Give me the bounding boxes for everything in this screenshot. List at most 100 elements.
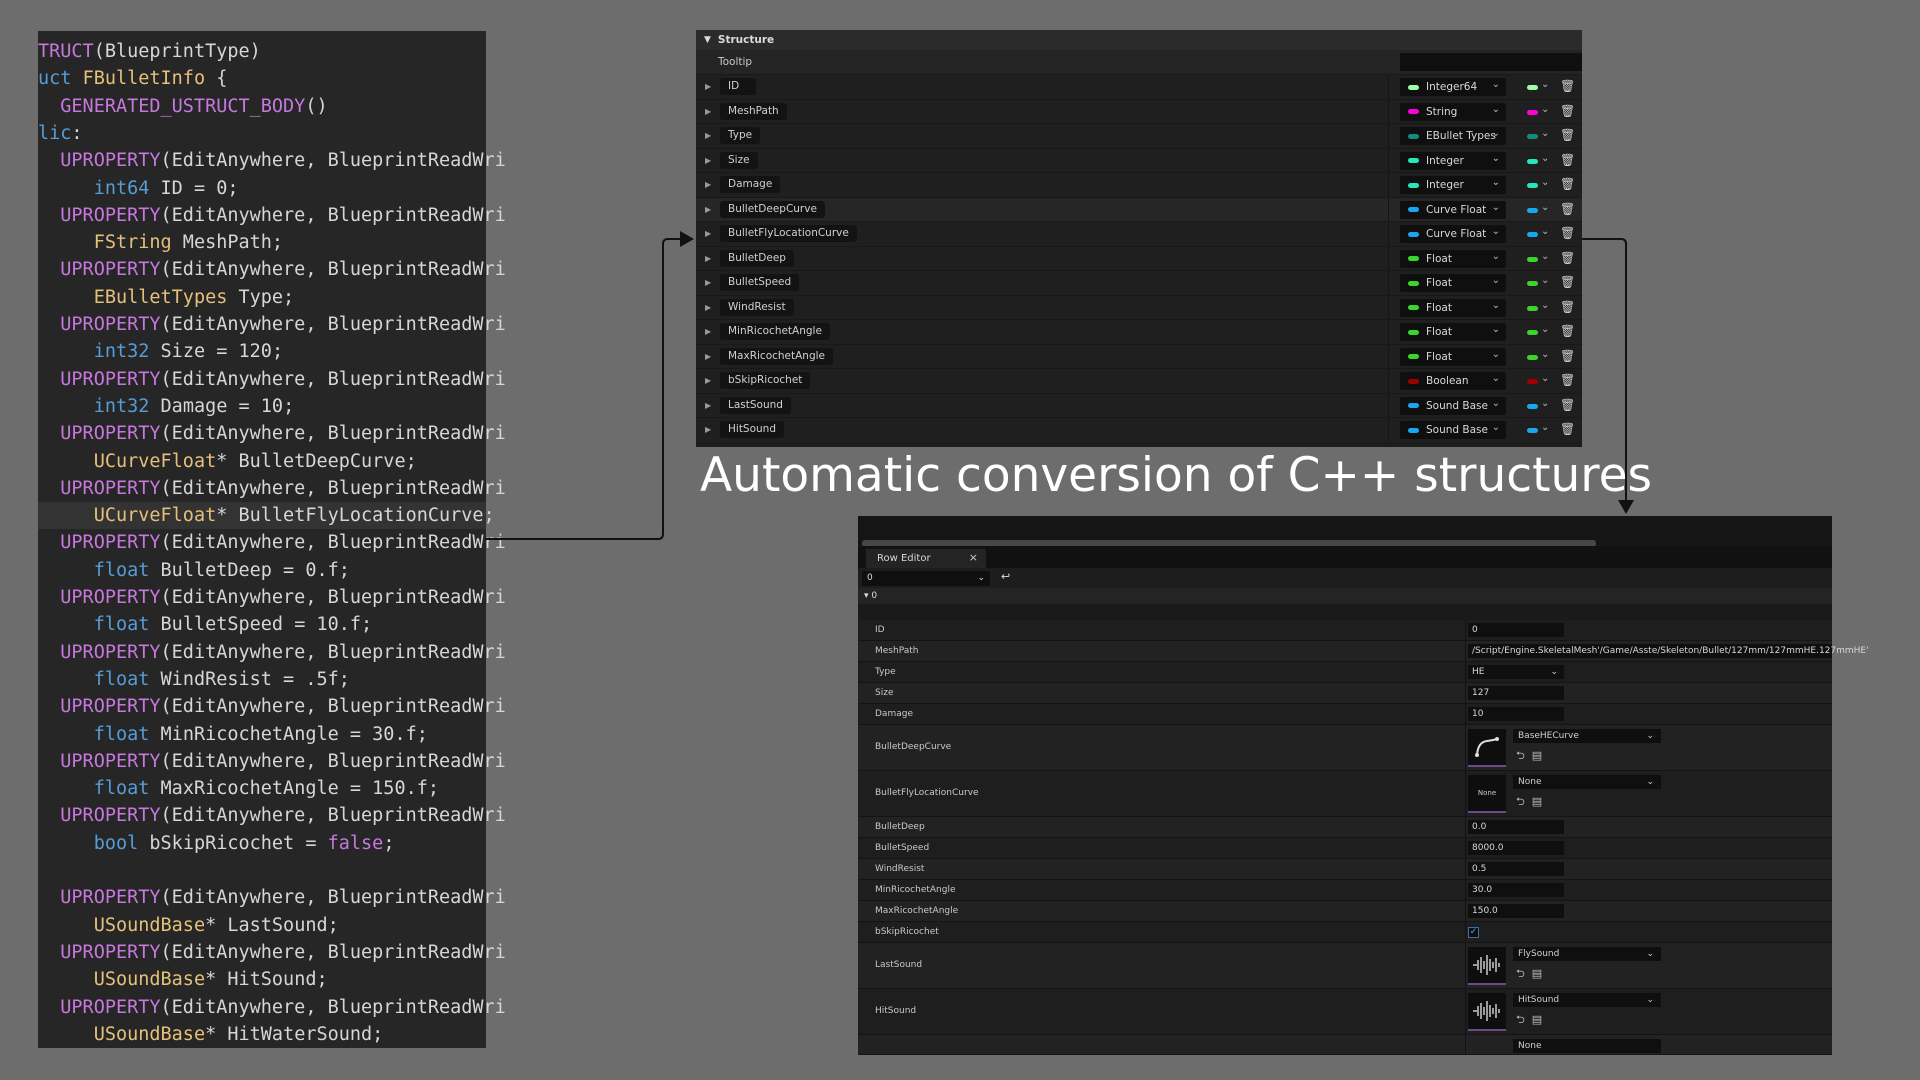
field-name[interactable]: Size xyxy=(720,151,758,169)
chevron-down-icon[interactable]: ⌄ xyxy=(1541,324,1550,335)
expand-arrow-icon[interactable]: ▶ xyxy=(705,253,712,263)
id-input[interactable]: 0 xyxy=(1468,623,1564,637)
bulletflylocationcurve-asset-combo[interactable]: None ⌄ xyxy=(1513,775,1661,789)
chevron-down-icon[interactable]: ⌄ xyxy=(1541,250,1550,262)
asset-use-browse-icons[interactable]: ⮌▤ xyxy=(1516,1013,1550,1026)
asset-use-browse-icons[interactable]: ⮌▤ xyxy=(1516,795,1550,808)
field-type-combo[interactable]: Float⌄ xyxy=(1400,298,1506,317)
asset-use-browse-icons[interactable]: ⮌▤ xyxy=(1516,967,1550,980)
chevron-down-icon[interactable]: ⌄ xyxy=(1541,397,1550,409)
container-type-pill[interactable] xyxy=(1527,158,1538,164)
field-type-combo[interactable]: Float⌄ xyxy=(1400,274,1506,292)
chevron-down-icon[interactable]: ⌄ xyxy=(1541,422,1550,433)
container-type-pill[interactable] xyxy=(1527,256,1538,262)
bulletspeed-input[interactable]: 8000.0 xyxy=(1468,841,1564,855)
field-name[interactable]: WindResist xyxy=(720,298,794,316)
field-type-combo[interactable]: Sound Base⌄ xyxy=(1400,396,1506,415)
sound-waveform-thumbnail[interactable] xyxy=(1468,947,1506,985)
trash-icon[interactable]: 🗑 xyxy=(1560,128,1576,142)
struct-field-row[interactable]: ▶ BulletDeep Float⌄ ⌄ 🗑 xyxy=(696,245,1582,270)
chevron-down-icon[interactable]: ⌄ xyxy=(1541,103,1550,115)
trash-icon[interactable]: 🗑 xyxy=(1560,250,1576,265)
trash-icon[interactable]: 🗑 xyxy=(1560,152,1576,167)
trash-icon[interactable]: 🗑 xyxy=(1560,226,1576,240)
damage-input[interactable]: 10 xyxy=(1468,707,1564,721)
tab-row-editor[interactable]: Row Editor × xyxy=(866,549,986,568)
container-type-pill[interactable] xyxy=(1527,134,1538,139)
bskipricochet-checkbox[interactable]: ✓ xyxy=(1468,927,1479,938)
field-type-combo[interactable]: Float⌄ xyxy=(1400,249,1506,268)
meshpath-input[interactable]: /Script/Engine.SkeletalMesh'/Game/Asste/… xyxy=(1468,644,1869,658)
expand-arrow-icon[interactable]: ▶ xyxy=(705,278,712,288)
chevron-down-icon[interactable]: ⌄ xyxy=(1541,348,1550,360)
sound-waveform-thumbnail[interactable] xyxy=(1468,993,1506,1031)
hitsound-asset-combo[interactable]: HitSound ⌄ xyxy=(1513,993,1661,1007)
field-type-combo[interactable]: Integer⌄ xyxy=(1400,151,1506,170)
expand-arrow-icon[interactable]: ▶ xyxy=(705,106,712,116)
field-type-combo[interactable]: Integer⌄ xyxy=(1400,176,1506,194)
curve-thumbnail[interactable] xyxy=(1468,729,1506,767)
close-icon[interactable]: × xyxy=(968,551,978,564)
expand-arrow-icon[interactable]: ▶ xyxy=(705,131,712,141)
trash-icon[interactable]: 🗑 xyxy=(1560,201,1576,216)
field-type-combo[interactable]: Boolean⌄ xyxy=(1400,372,1506,390)
container-type-pill[interactable] xyxy=(1527,403,1538,409)
field-name[interactable]: BulletDeepCurve xyxy=(720,200,825,218)
container-type-pill[interactable] xyxy=(1527,330,1538,335)
windresist-input[interactable]: 0.5 xyxy=(1468,862,1564,876)
next-asset-combo[interactable]: None xyxy=(1513,1039,1661,1053)
field-type-combo[interactable]: Integer64⌄ xyxy=(1400,78,1506,96)
expand-arrow-icon[interactable]: ▶ xyxy=(705,229,712,239)
field-name[interactable]: MaxRicochetAngle xyxy=(720,347,834,365)
chevron-down-icon[interactable]: ⌄ xyxy=(1541,177,1550,188)
container-type-pill[interactable] xyxy=(1527,428,1538,433)
row-group-header[interactable]: ▾ 0 xyxy=(858,588,1832,604)
expand-arrow-icon[interactable]: ▶ xyxy=(705,400,712,410)
expand-arrow-icon[interactable]: ▶ xyxy=(705,82,712,92)
row-name-combo[interactable]: 0 ⌄ xyxy=(862,571,990,586)
field-name[interactable]: Type xyxy=(720,127,761,145)
expand-arrow-icon[interactable]: ▶ xyxy=(705,327,712,337)
container-type-pill[interactable] xyxy=(1527,354,1538,360)
container-type-pill[interactable] xyxy=(1527,183,1538,188)
lastsound-asset-combo[interactable]: FlySound ⌄ xyxy=(1513,947,1661,961)
size-input[interactable]: 127 xyxy=(1468,686,1564,700)
horizontal-scrollbar[interactable] xyxy=(862,540,1596,547)
chevron-down-icon[interactable]: ⌄ xyxy=(1541,299,1550,311)
field-name[interactable]: BulletFlyLocationCurve xyxy=(720,225,857,243)
field-type-combo[interactable]: Float⌄ xyxy=(1400,323,1506,341)
field-name[interactable]: ID xyxy=(720,78,756,96)
expand-arrow-icon[interactable]: ▶ xyxy=(705,425,712,435)
struct-field-row[interactable]: ▶ Type EBullet Types⌄ ⌄ 🗑 xyxy=(696,123,1582,148)
expand-arrow-icon[interactable]: ▶ xyxy=(705,204,712,214)
struct-field-row[interactable]: ▶ BulletFlyLocationCurve Curve Float⌄ ⌄ 🗑 xyxy=(696,221,1582,246)
trash-icon[interactable]: 🗑 xyxy=(1560,324,1576,338)
field-name[interactable]: HitSound xyxy=(720,421,784,439)
trash-icon[interactable]: 🗑 xyxy=(1560,299,1576,314)
field-type-combo[interactable]: Float⌄ xyxy=(1400,347,1506,366)
field-name[interactable]: BulletSpeed xyxy=(720,274,800,292)
collapse-caret-icon[interactable]: ▾ xyxy=(864,591,869,601)
bulletdeepcurve-asset-combo[interactable]: BaseHECurve ⌄ xyxy=(1513,729,1661,743)
field-name[interactable]: BulletDeep xyxy=(720,249,794,267)
container-type-pill[interactable] xyxy=(1527,281,1538,286)
field-name[interactable]: LastSound xyxy=(720,396,791,414)
asset-use-browse-icons[interactable]: ⮌▤ xyxy=(1516,749,1550,762)
chevron-down-icon[interactable]: ⌄ xyxy=(1541,201,1550,213)
chevron-down-icon[interactable]: ⌄ xyxy=(1541,128,1550,139)
chevron-down-icon[interactable]: ⌄ xyxy=(1541,226,1550,237)
field-type-combo[interactable]: EBullet Types⌄ xyxy=(1400,127,1506,145)
expand-arrow-icon[interactable]: ▶ xyxy=(705,180,712,190)
field-name[interactable]: Damage xyxy=(720,176,781,194)
type-combo[interactable]: HE ⌄ xyxy=(1468,665,1564,679)
field-type-combo[interactable]: Curve Float⌄ xyxy=(1400,225,1506,243)
expand-arrow-icon[interactable]: ▶ xyxy=(705,302,712,312)
field-type-combo[interactable]: String⌄ xyxy=(1400,102,1506,121)
